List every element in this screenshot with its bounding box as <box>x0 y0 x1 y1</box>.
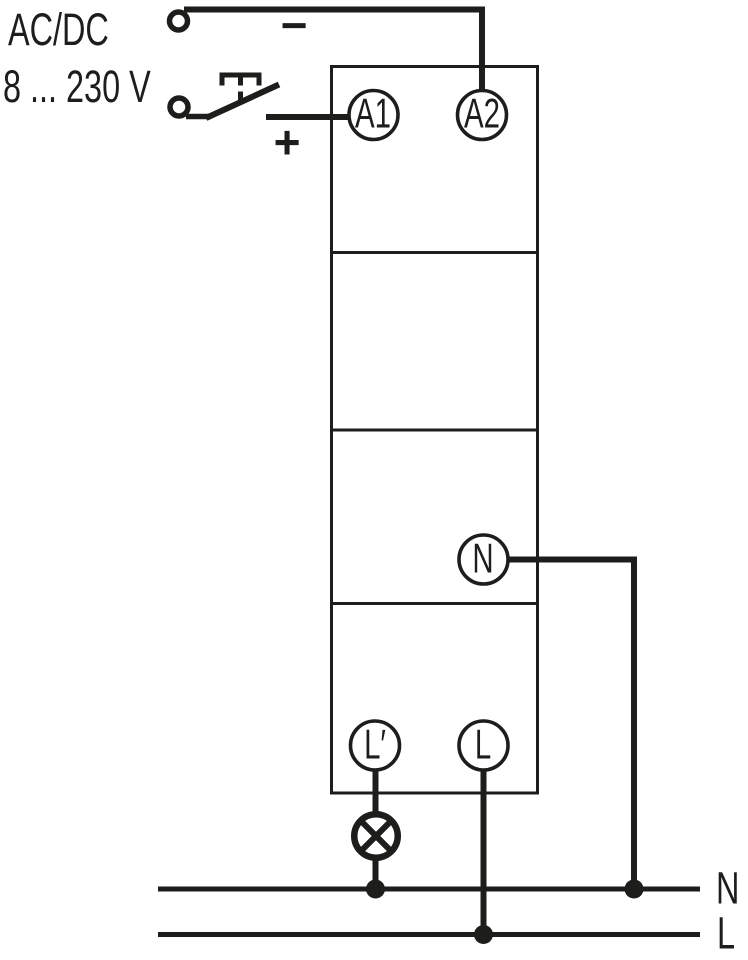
wire-n-terminal-to-neutral-bus <box>508 556 637 889</box>
terminal-label-n: N <box>472 534 494 582</box>
terminal-circle-a1 <box>347 88 400 142</box>
junction-dot-lamp-neutral <box>366 879 385 899</box>
terminal-circle-l <box>457 719 510 772</box>
bus-label-neutral: N <box>716 862 740 914</box>
lamp-load-icon <box>351 811 401 861</box>
minus-sign: − <box>280 0 308 51</box>
terminal-label-a1: A1 <box>355 89 391 137</box>
terminal-label-l-switched: L′ <box>364 720 386 768</box>
plus-sign: + <box>273 116 301 168</box>
open-terminal-icon-minus <box>166 9 191 33</box>
bus-label-line: L <box>717 907 736 959</box>
junction-dot-n-neutral <box>624 879 644 899</box>
terminal-circle-l-switched <box>348 719 402 772</box>
supply-minus-wire <box>184 6 485 91</box>
supply-type-label: AC/DC <box>8 4 109 55</box>
supply-voltage-label: 8 ... 230 V <box>3 61 151 112</box>
junction-dot-l-line <box>474 925 493 944</box>
open-terminal-icon-plus <box>167 95 191 119</box>
terminal-label-a2: A2 <box>464 89 500 137</box>
terminal-label-l: L <box>474 720 492 768</box>
pushbutton-actuator-icon <box>219 72 262 102</box>
lamp-circle <box>351 811 401 861</box>
terminal-circle-a2 <box>455 88 509 142</box>
lamp-cross-2 <box>359 819 393 853</box>
terminal-circle-n <box>457 533 510 586</box>
